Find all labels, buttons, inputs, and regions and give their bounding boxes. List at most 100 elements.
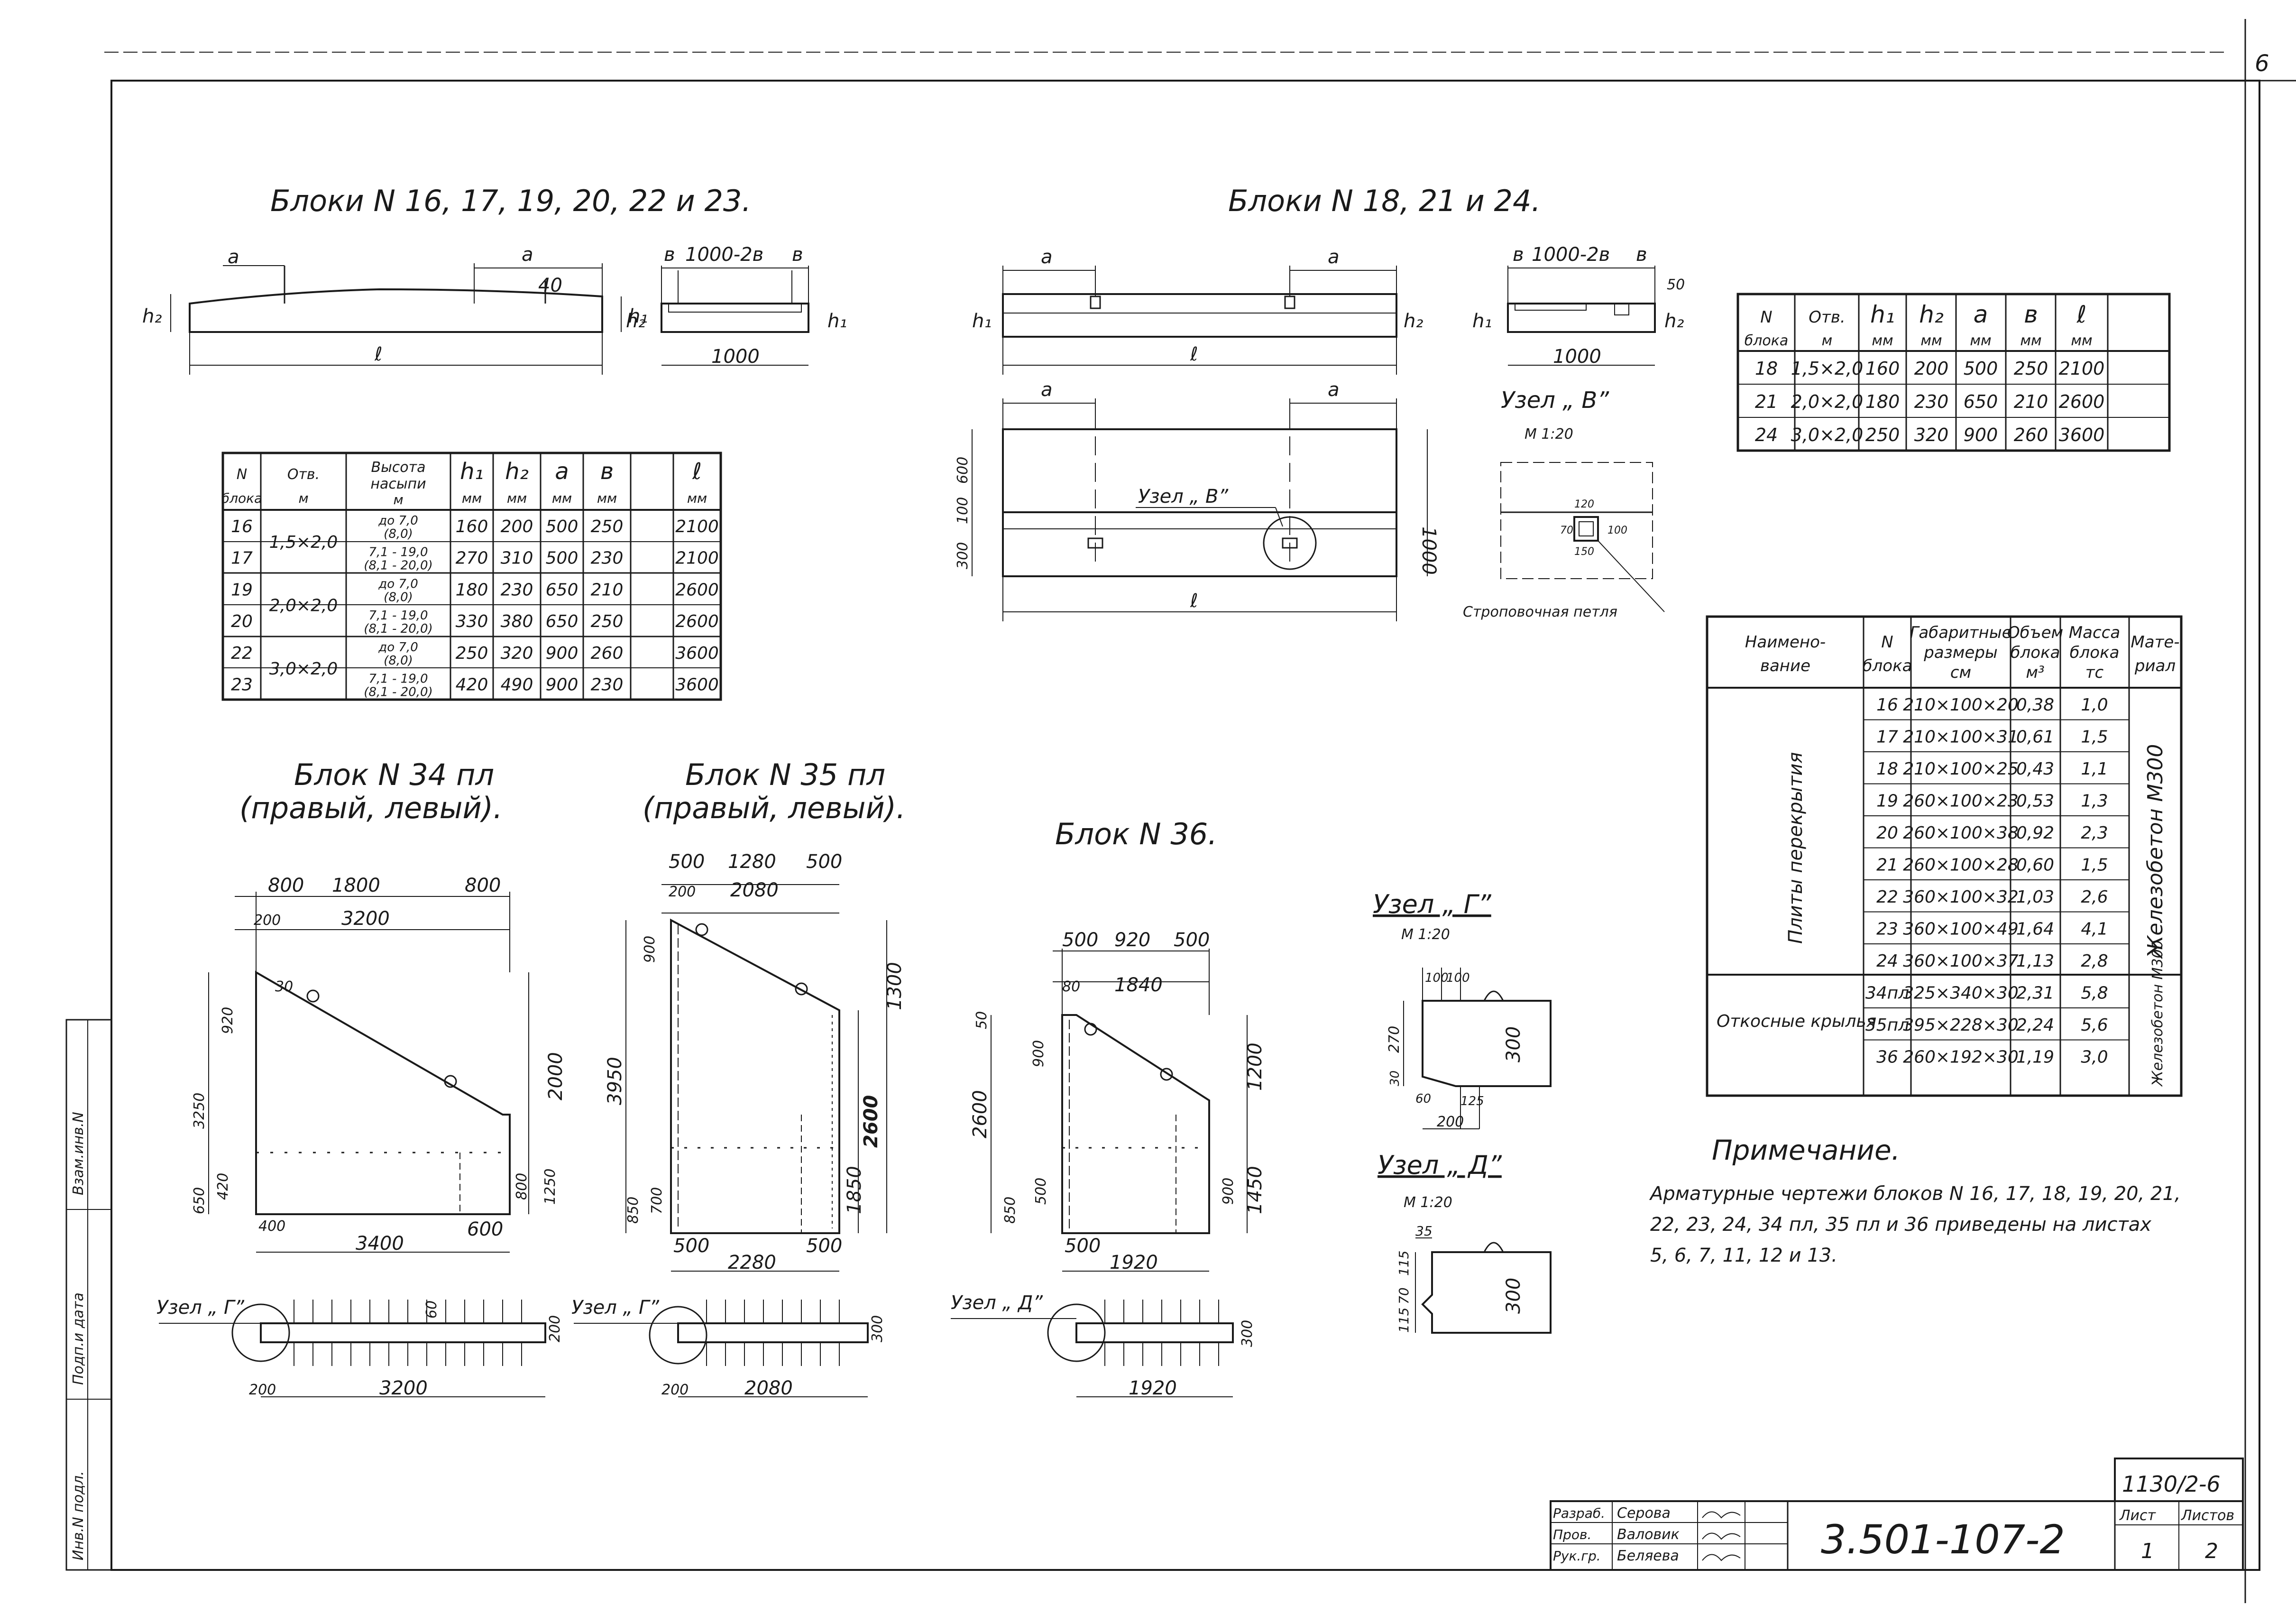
dim-label: 300 (955, 542, 971, 569)
table-cell: 20 (1876, 823, 1898, 843)
table-cell: 7,1 - 19,0 (368, 545, 428, 560)
dim-label: 400 (258, 1218, 285, 1235)
table-cell: 420 (456, 675, 488, 695)
dim-label: a (1041, 246, 1053, 268)
node-g-detail: Узел „ Г” М 1:20 100 100 270 30 60 125 2… (1373, 889, 1552, 1130)
dim-label: 270 (1386, 1026, 1403, 1053)
table-cell: 1,19 (2016, 1048, 2054, 1067)
table-cell: 260 (591, 644, 624, 663)
page-number: 6 (2255, 50, 2269, 77)
role-label: Разраб. (1553, 1505, 1605, 1521)
table-cell: 200 (1914, 358, 1949, 379)
dim-label: 1280 (728, 851, 776, 873)
table-cell: 24 (1876, 951, 1898, 971)
table-cell: 210×100×25 (1903, 759, 2019, 779)
table-cell: 210 (2014, 391, 2048, 412)
sheet-label: Лист (2119, 1507, 2157, 1524)
loop-label: Строповочная петля (1463, 604, 1617, 620)
table-header: мм (462, 490, 482, 506)
dim-label: h₂ (142, 305, 162, 327)
table-cell: 380 (501, 612, 533, 631)
dim-label: 70 (1560, 525, 1573, 536)
dim-label: 900 (1220, 1178, 1237, 1205)
table-header: мм (687, 490, 707, 506)
table-cell: 2600 (2059, 391, 2105, 412)
dim-label: 650 (191, 1187, 208, 1214)
sheet-frame: 6 (104, 19, 2296, 1603)
dim-label: 900 (1030, 1040, 1047, 1067)
table-cell: 250 (591, 612, 624, 631)
sheets-label: Листов (2181, 1507, 2234, 1524)
dim-label: a (522, 244, 533, 266)
table-cell: 23 (231, 675, 253, 695)
table-cell: 1,5 (2081, 728, 2108, 747)
table-cell: 19 (1876, 792, 1898, 811)
dim-label: 60 (1415, 1092, 1431, 1106)
table-cell: до 7,0 (378, 514, 418, 528)
signature (1702, 1554, 1741, 1561)
table-cell: 395×228×30 (1903, 1015, 2019, 1035)
block-34-group: Блок N 34 пл (правый, левый). 800 1800 8… (156, 757, 567, 1399)
blocks-16-23-group: Блоки N 16, 17, 19, 20, 22 и 23. a a 40 … (142, 184, 847, 701)
table-header: м (393, 492, 403, 508)
dim-label: 500 (806, 1235, 842, 1257)
block-35-group: Блок N 35 пл (правый, левый). 500 1280 5… (571, 757, 906, 1399)
table-cell: 36 (1876, 1048, 1898, 1067)
table-header: h₂ (1919, 301, 1944, 328)
dim-label: 1000-2в (685, 244, 763, 266)
dim-label: 200 (669, 884, 696, 900)
table-header: в (2024, 301, 2038, 328)
table-header: Высота (371, 459, 426, 476)
dim-label: a (1041, 379, 1053, 401)
blocks-18-24-group: Блоки N 18, 21 и 24. a a h₁ h₂ ℓ (955, 184, 2171, 621)
dim-label: 600 (467, 1218, 503, 1240)
node-d-callout: Узел „ Д” (951, 1292, 1043, 1314)
dim-label: 150 (1574, 546, 1594, 558)
table-cell: 0,38 (2016, 695, 2054, 715)
dim-label: a (1328, 246, 1340, 268)
table-cell: 2,6 (2081, 887, 2108, 907)
table-cell: 3600 (675, 675, 719, 695)
dim-label: 1850 (844, 1166, 865, 1214)
table-header: в (600, 458, 614, 485)
dim-label: 500 (1062, 929, 1098, 951)
table-header: Наимено- (1745, 633, 1826, 652)
dim-label: 920 (220, 1007, 236, 1034)
blocks-18-24-plan: a a 600 100 300 1000 ℓ Узел „ В” (955, 379, 1440, 621)
table-cell: 200 (501, 517, 533, 536)
table-cell: 160 (1865, 358, 1900, 379)
table-cell: 490 (501, 675, 533, 695)
table-cell: до 7,0 (378, 577, 418, 591)
table-cell: 0,60 (2016, 856, 2054, 875)
table-cell: 500 (1964, 358, 1998, 379)
table-cell: 330 (456, 612, 488, 631)
table-header: размеры (1923, 643, 1998, 662)
dim-label: 100 (955, 497, 971, 524)
dim-label: 3950 (604, 1057, 626, 1105)
table-cell: (8,1 - 20,0) (364, 685, 432, 700)
dim-label: 700 (649, 1187, 665, 1214)
dim-label: в (1636, 244, 1647, 266)
table-header: Габаритные (1910, 623, 2011, 642)
block-35-title: Блок N 35 пл (685, 757, 885, 792)
dim-label: 800 (268, 875, 304, 896)
node-d-scale: М 1:20 (1404, 1194, 1452, 1211)
table-cell: 260 (2014, 424, 2048, 445)
table-cell: 34пл (1865, 984, 1909, 1003)
dim-label: 500 (806, 851, 842, 873)
dim-label: ℓ (1190, 343, 1198, 365)
dim-label: 2280 (728, 1252, 776, 1273)
table-cell: 230 (501, 580, 533, 600)
dim-label: h₁ (628, 305, 648, 327)
table-cell: 250 (2014, 358, 2048, 379)
signature (1702, 1532, 1741, 1540)
table-cell: 19 (231, 580, 253, 600)
block-36-group: Блок N 36. 500 920 500 80 1840 50 900 26… (951, 817, 1266, 1399)
table-cell: 230 (1914, 391, 1949, 412)
table-cell: 18 (1876, 759, 1898, 779)
table-cell: 900 (546, 675, 579, 695)
node-g-callout: Узел „ Г” (156, 1297, 244, 1319)
dim-label: 30 (1388, 1070, 1402, 1086)
table-header: м³ (2026, 663, 2044, 682)
